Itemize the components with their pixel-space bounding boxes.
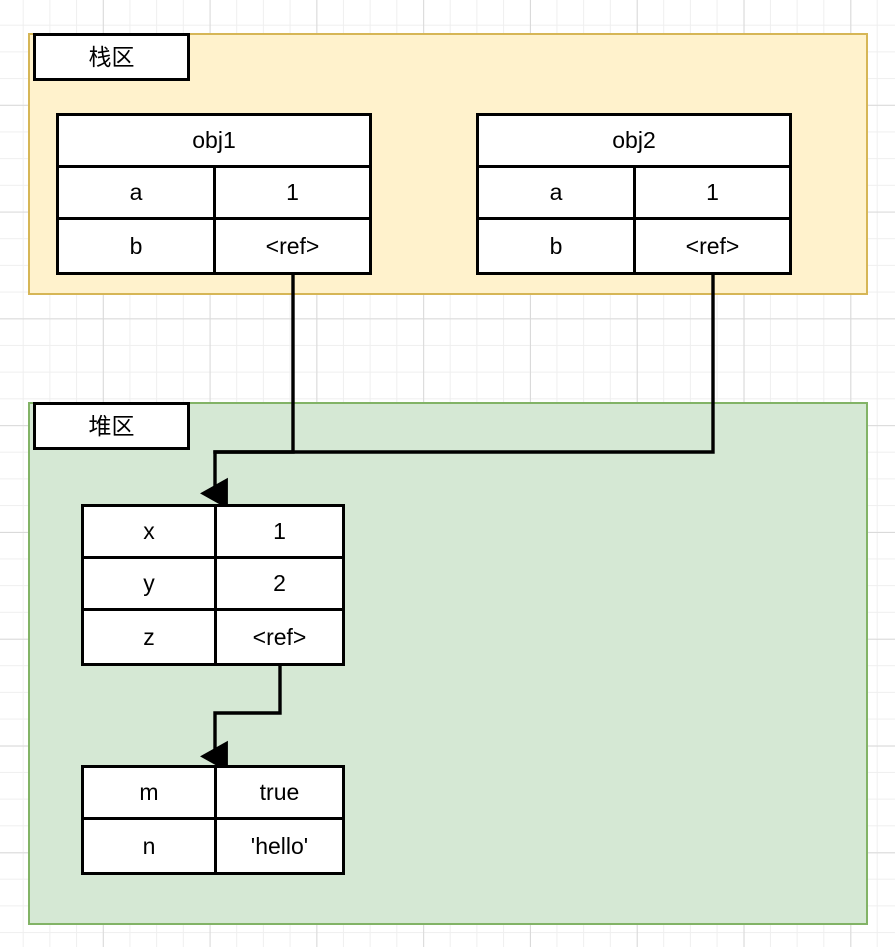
heap-xyz-key-x: x	[84, 507, 217, 556]
heap-xyz-row-y: y 2	[84, 559, 342, 611]
heap-xyz-value-z-ref: <ref>	[252, 623, 307, 650]
stack-table-obj2: obj2 a 1 b <ref>	[476, 113, 792, 275]
heap-mn-key-n: n	[84, 820, 217, 872]
obj1-row-a: a 1	[59, 168, 369, 220]
heap-mn-value-n: 'hello'	[250, 832, 309, 859]
obj2-row-a: a 1	[479, 168, 789, 220]
heap-xyz-row-x: x 1	[84, 507, 342, 559]
obj1-title: obj1	[59, 116, 369, 168]
obj1-row-b: b <ref>	[59, 220, 369, 272]
heap-mn-value-m: true	[259, 779, 300, 805]
heap-region-label: 堆区	[33, 402, 190, 450]
heap-table-mn: m true n 'hello'	[81, 765, 345, 875]
obj2-value-b-ref: <ref>	[685, 232, 740, 259]
heap-mn-row-n: n 'hello'	[84, 820, 342, 872]
heap-xyz-row-z: z <ref>	[84, 611, 342, 663]
obj2-value-a: 1	[706, 179, 719, 205]
obj1-value-b-ref: <ref>	[265, 232, 320, 259]
stack-region-label: 栈区	[33, 33, 190, 81]
heap-mn-key-m: m	[84, 768, 217, 817]
obj2-key-a: a	[479, 168, 636, 217]
heap-xyz-key-y: y	[84, 559, 217, 608]
heap-xyz-value-x: 1	[273, 518, 286, 544]
heap-xyz-value-y: 2	[273, 570, 286, 596]
heap-table-xyz: x 1 y 2 z <ref>	[81, 504, 345, 666]
obj1-key-b: b	[59, 220, 216, 272]
obj1-key-a: a	[59, 168, 216, 217]
obj2-row-b: b <ref>	[479, 220, 789, 272]
heap-mn-row-m: m true	[84, 768, 342, 820]
obj2-key-b: b	[479, 220, 636, 272]
obj1-value-a: 1	[286, 179, 299, 205]
obj2-title: obj2	[479, 116, 789, 168]
stack-table-obj1: obj1 a 1 b <ref>	[56, 113, 372, 275]
heap-xyz-key-z: z	[84, 611, 217, 663]
